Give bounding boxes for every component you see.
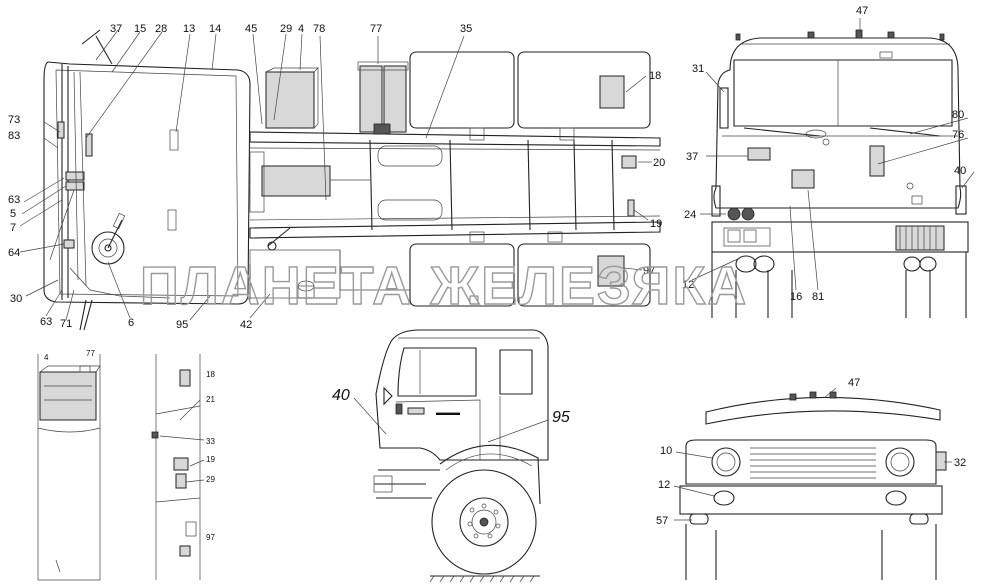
callout-37: 37 — [110, 23, 122, 35]
callout-29: 29 — [280, 23, 292, 35]
watermark-text: ПЛАНЕТА ЖЕЛЕЗЯКА — [140, 256, 748, 316]
callout-33: 33 — [206, 437, 215, 446]
chassis-top-view — [43, 29, 661, 331]
callout-14: 14 — [209, 23, 221, 35]
callout-21: 21 — [206, 395, 215, 404]
callout-18-detail: 18 — [206, 370, 215, 379]
callout-19: 19 — [650, 218, 662, 230]
callout-64: 64 — [8, 247, 20, 259]
callout-7: 7 — [10, 222, 16, 234]
callout-42: 42 — [240, 319, 252, 331]
callout-95: 95 — [176, 319, 188, 331]
side-detail-right: 18 21 33 19 29 97 — [151, 354, 215, 580]
callout-28: 28 — [155, 23, 167, 35]
callout-47-grille: 47 — [848, 377, 860, 389]
callout-29-detail: 29 — [206, 475, 215, 484]
callout-81: 81 — [812, 291, 824, 303]
callout-40-cab: 40 — [332, 387, 350, 404]
callout-4: 4 — [298, 23, 304, 35]
callout-31: 31 — [692, 63, 704, 75]
callout-71: 71 — [60, 318, 72, 330]
front-view — [711, 29, 969, 318]
callout-73: 73 — [8, 114, 20, 126]
chassis-top-callouts: 37 15 28 13 14 45 29 4 78 77 35 18 20 19… — [8, 23, 665, 331]
callout-35: 35 — [460, 23, 472, 35]
callout-45: 45 — [245, 23, 257, 35]
callout-78: 78 — [313, 23, 325, 35]
callout-77-detail: 77 — [86, 349, 95, 358]
callout-97: 97 — [643, 265, 655, 277]
callout-77: 77 — [370, 23, 382, 35]
wheel-studs — [467, 503, 501, 539]
callout-5: 5 — [10, 208, 16, 220]
callout-47-front: 47 — [856, 5, 868, 17]
callout-18: 18 — [649, 70, 661, 82]
callout-19-detail: 19 — [206, 455, 215, 464]
callout-16: 16 — [790, 291, 802, 303]
callout-12-grille: 12 — [658, 479, 670, 491]
callout-57: 57 — [656, 515, 668, 527]
grille-slats — [750, 447, 876, 479]
callout-12-front: 12 — [682, 279, 694, 291]
cab-side-view: ▬▬▬ 40 95 — [332, 329, 570, 583]
callout-97-detail: 97 — [206, 533, 215, 542]
callout-80: 80 — [952, 109, 964, 121]
cab-emblem: ▬▬▬ — [436, 408, 460, 417]
side-detail-left: 4 77 — [37, 349, 101, 581]
callout-83: 83 — [8, 130, 20, 142]
callout-95-cab: 95 — [552, 409, 570, 426]
callout-63b: 63 — [40, 316, 52, 328]
callout-40-front: 40 — [954, 165, 966, 177]
callout-15: 15 — [134, 23, 146, 35]
callout-76: 76 — [952, 129, 964, 141]
callout-32: 32 — [954, 457, 966, 469]
callout-37-front: 37 — [686, 151, 698, 163]
callout-20: 20 — [653, 157, 665, 169]
callout-4-detail: 4 — [44, 353, 49, 362]
callout-30: 30 — [10, 293, 22, 305]
callout-63: 63 — [8, 194, 20, 206]
callout-10: 10 — [660, 445, 672, 457]
grille-view: 47 10 32 12 57 — [656, 377, 966, 580]
callout-24: 24 — [684, 209, 696, 221]
callout-6: 6 — [128, 317, 134, 329]
front-view-callouts: 47 31 80 76 37 40 24 12 16 81 — [682, 5, 975, 303]
callout-13: 13 — [183, 23, 195, 35]
